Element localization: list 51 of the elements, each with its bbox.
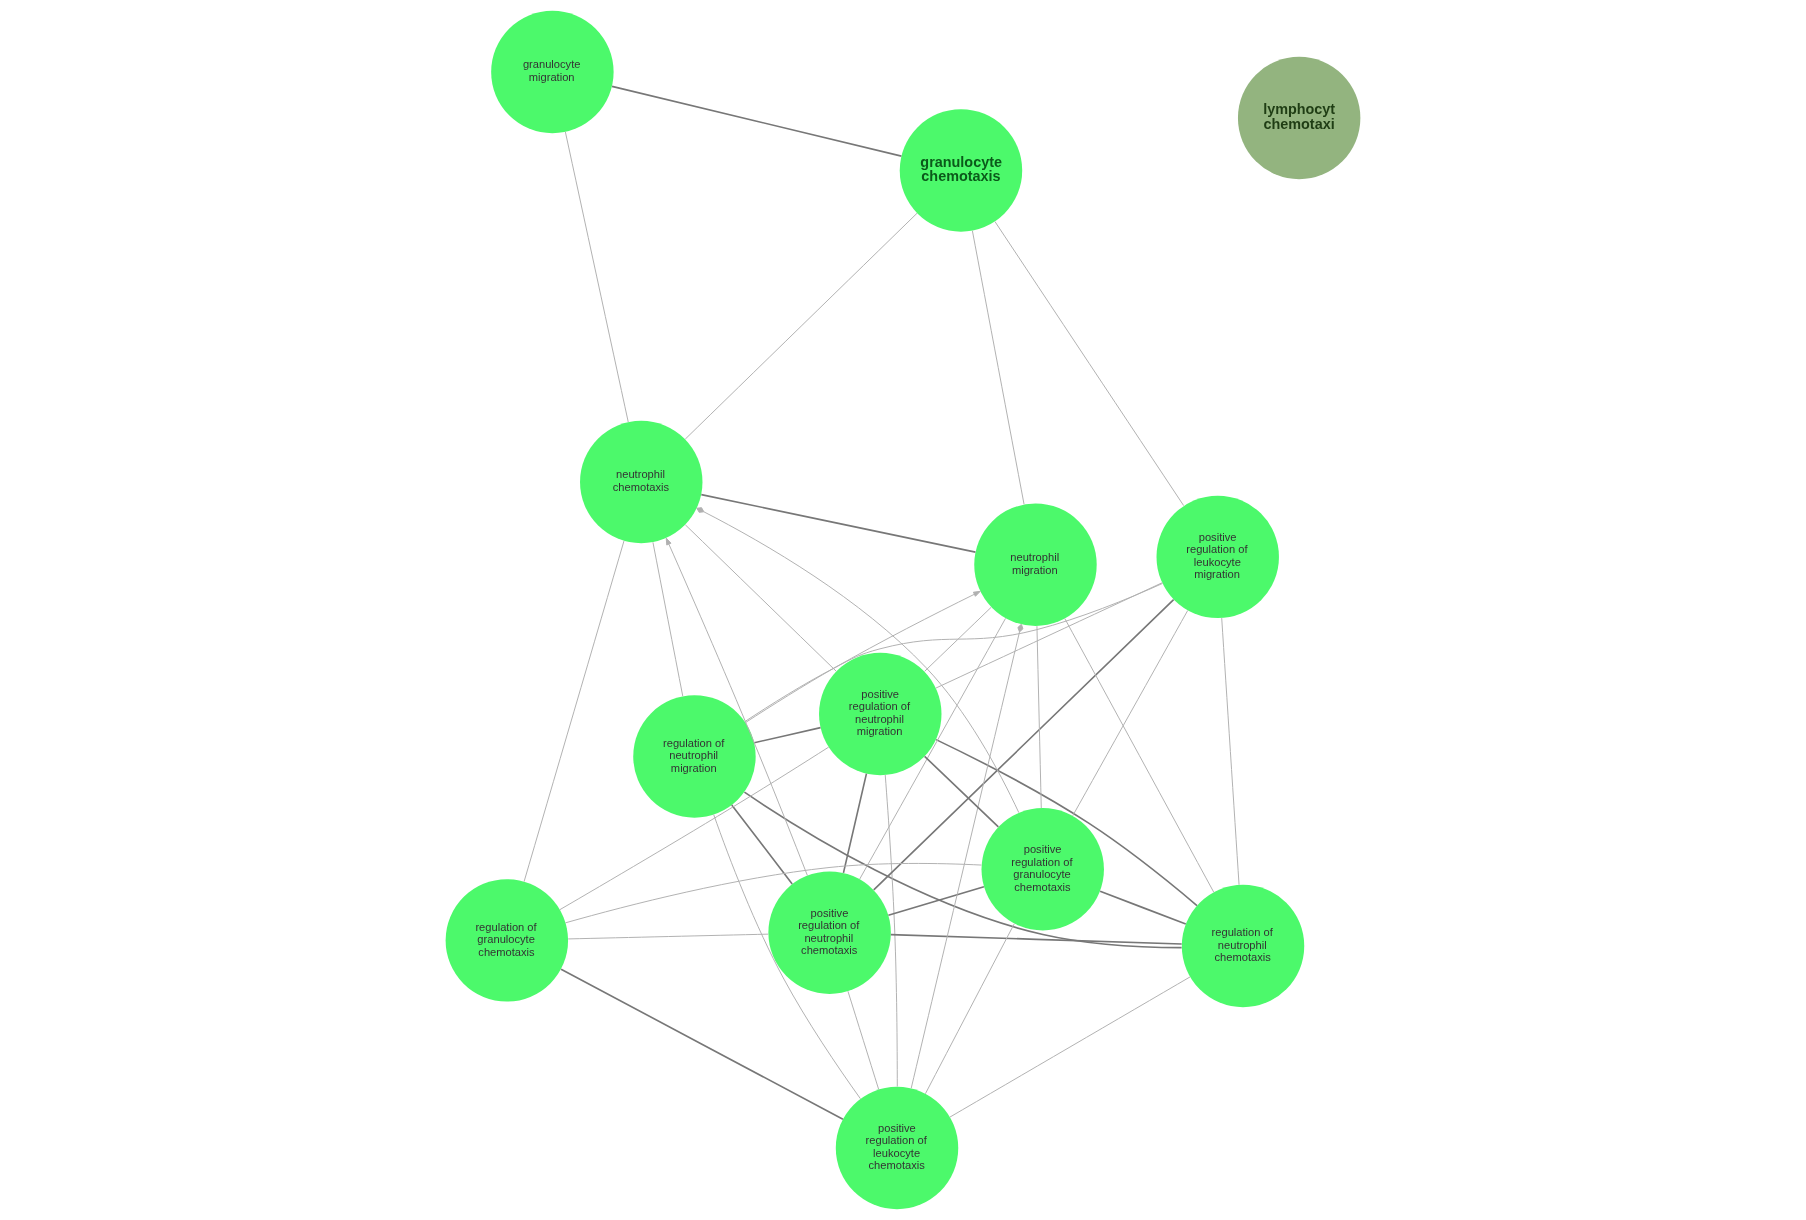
node-circle: positive regulation of neutrophil migration [819, 652, 942, 776]
arrow [745, 590, 981, 724]
connector [564, 131, 629, 423]
connector [1072, 610, 1189, 817]
connector [1064, 618, 1215, 893]
connector [696, 507, 1020, 814]
node-circle: regulation of neutrophil migration [633, 695, 756, 818]
connector [935, 582, 1163, 689]
connector [565, 862, 982, 924]
node-circle: regulation of granulocyte chemotaxis [445, 879, 569, 1002]
connector [713, 814, 861, 1100]
connector [1036, 625, 1042, 809]
connector [923, 755, 1000, 828]
connector [753, 726, 822, 744]
connector [924, 923, 1015, 1095]
connector [994, 221, 1185, 507]
node-circle: positive regulation of leukocyte chemotaxis [835, 1086, 959, 1210]
node-circle: positive regulation of neutrophil chemotaxis [768, 871, 891, 994]
connector [949, 976, 1191, 1118]
connector [744, 582, 1164, 723]
connector [847, 990, 880, 1090]
connector [971, 230, 1025, 505]
connector [560, 968, 844, 1121]
connector [884, 774, 898, 1088]
connector [1099, 890, 1187, 925]
node-circle: lymphocyt chemotaxi [1237, 56, 1361, 180]
connector [890, 933, 1183, 945]
connector [523, 540, 625, 883]
connector [730, 804, 794, 885]
connector [700, 493, 977, 553]
connector [887, 885, 985, 916]
node-circle: granulocyte chemotaxis [899, 109, 1023, 232]
node-circle: granulocyte migration [491, 10, 614, 134]
connector [684, 524, 837, 672]
node-circle: positive regulation of granulocyte chemotaxis [981, 808, 1104, 931]
node-circle: regulation of neutrophil chemotaxis [1181, 884, 1305, 1008]
connector [842, 772, 868, 874]
connector [559, 746, 830, 911]
connector [652, 541, 684, 697]
connector [611, 85, 903, 157]
connector [872, 598, 1175, 891]
arrow [665, 537, 808, 877]
connector [684, 212, 918, 440]
connector [859, 617, 1007, 880]
connector [743, 791, 1183, 949]
connector [1221, 617, 1240, 886]
connector [910, 623, 1024, 1089]
connector [567, 933, 769, 940]
connector [924, 606, 992, 672]
connector [935, 738, 1198, 907]
node-circle: positive regulation of leukocyte migration [1156, 495, 1279, 619]
